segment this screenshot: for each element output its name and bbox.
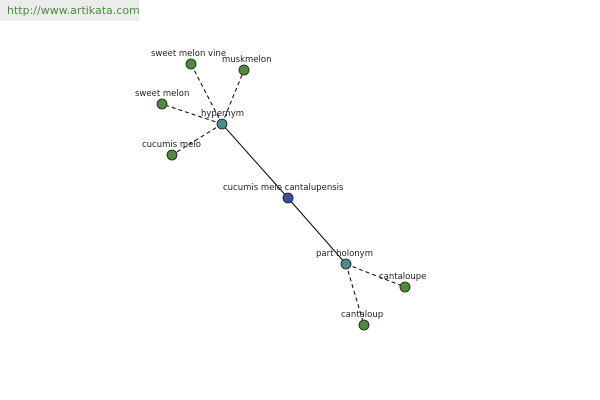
node-label-cantaloupe[interactable]: cantaloupe xyxy=(379,272,426,282)
edge-center-to-hypernym xyxy=(221,123,289,199)
edge-hypernym-to-sweet-melon xyxy=(161,103,223,125)
edge-part-holonym-to-cantaloupe xyxy=(345,263,406,288)
node-sweet-melon[interactable] xyxy=(156,98,168,110)
node-cantaloup[interactable] xyxy=(358,319,370,331)
edge-hypernym-to-cucumis-melo xyxy=(171,123,223,156)
node-hypernym[interactable] xyxy=(216,118,228,130)
node-label-cucumis-melo[interactable]: cucumis melo xyxy=(142,140,201,150)
node-muskmelon[interactable] xyxy=(238,64,250,76)
url-link[interactable]: http://www.artikata.com xyxy=(7,4,140,17)
edge-layer xyxy=(161,63,406,326)
node-label-sweet-melon-vine[interactable]: sweet melon vine xyxy=(151,49,226,59)
node-label-part-holonym[interactable]: part holonym xyxy=(316,249,373,259)
node-part-holonym[interactable] xyxy=(340,258,352,270)
edge-hypernym-to-muskmelon xyxy=(221,69,245,125)
node-label-muskmelon[interactable]: muskmelon xyxy=(222,55,271,65)
node-label-cantaloup[interactable]: cantaloup xyxy=(341,310,383,320)
node-layer xyxy=(156,58,411,331)
node-label-sweet-melon[interactable]: sweet melon xyxy=(135,89,189,99)
node-label-center[interactable]: cucumis melo cantalupensis xyxy=(223,183,344,193)
edge-center-to-part-holonym xyxy=(287,197,347,265)
edge-part-holonym-to-cantaloup xyxy=(345,263,365,326)
node-cantaloupe[interactable] xyxy=(399,281,411,293)
label-layer: cucumis melo cantalupensis hypernym part h… xyxy=(135,49,426,320)
node-sweet-melon-vine[interactable] xyxy=(185,58,197,70)
url-banner: http://www.artikata.com xyxy=(0,0,140,21)
node-cucumis-melo[interactable] xyxy=(166,149,178,161)
node-label-hypernym[interactable]: hypernym xyxy=(201,109,244,119)
edge-hypernym-to-sweet-melon-vine xyxy=(190,63,223,125)
node-center[interactable] xyxy=(282,192,294,204)
